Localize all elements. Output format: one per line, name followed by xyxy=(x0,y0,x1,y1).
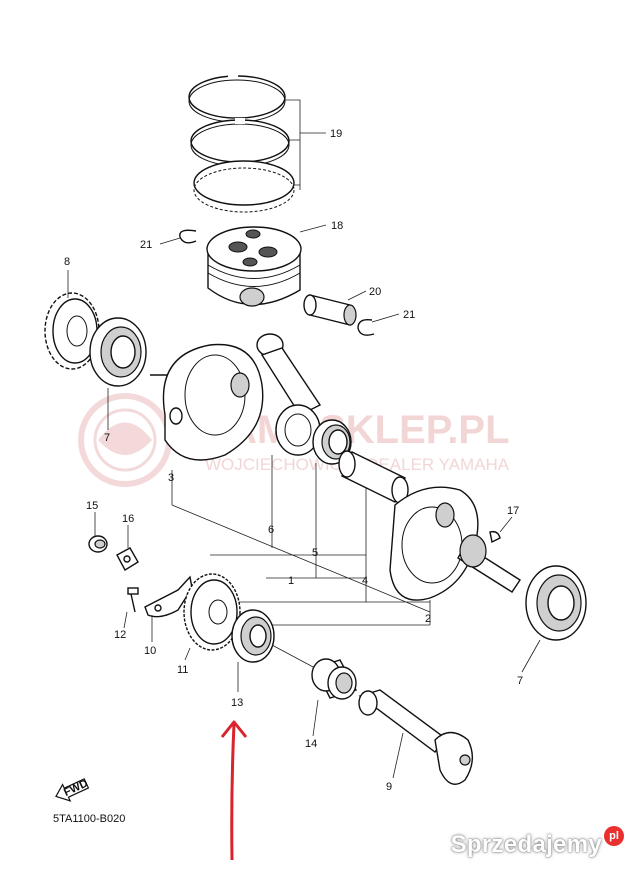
callout-20: 20 xyxy=(369,286,381,298)
callout-21-right: 21 xyxy=(403,309,415,321)
callout-8: 8 xyxy=(64,256,70,268)
connecting-rod xyxy=(256,333,322,456)
bolt xyxy=(127,587,139,613)
site-badge: Sprzedajemy pl xyxy=(451,825,624,865)
callout-1: 1 xyxy=(288,575,294,587)
callout-12: 12 xyxy=(114,629,126,641)
lock-washer xyxy=(116,547,139,571)
washer xyxy=(88,535,108,553)
bearing-right xyxy=(525,565,587,641)
callout-7-left: 7 xyxy=(104,432,110,444)
callout-18: 18 xyxy=(331,220,343,232)
crank-right-web xyxy=(389,486,521,601)
woodruff-key xyxy=(489,530,501,544)
callout-6: 6 xyxy=(268,524,274,536)
callout-17: 17 xyxy=(507,505,519,517)
callout-3: 3 xyxy=(168,472,174,484)
callout-13: 13 xyxy=(231,697,243,709)
bearing-left xyxy=(89,317,147,387)
site-badge-suffix: pl xyxy=(604,826,624,846)
timing-gear xyxy=(44,292,100,370)
balancer-plate xyxy=(144,575,193,618)
needle-bearing xyxy=(312,419,352,465)
callout-10: 10 xyxy=(144,645,156,657)
callout-7-right: 7 xyxy=(517,675,523,687)
callout-4: 4 xyxy=(362,575,368,587)
balancer-shaft xyxy=(358,689,473,785)
callout-11: 11 xyxy=(177,664,188,676)
crank-left-web xyxy=(150,343,264,461)
callout-15: 15 xyxy=(86,500,98,512)
annotation-arrow-icon xyxy=(220,720,248,861)
callout-9: 9 xyxy=(386,781,392,793)
circlip-right xyxy=(357,318,375,336)
callout-labels: 1 2 3 4 5 6 7 7 8 9 10 11 12 13 14 15 16… xyxy=(64,128,523,793)
crank-pin xyxy=(338,450,409,504)
callout-21-left: 21 xyxy=(140,239,152,251)
balancer-gear xyxy=(183,573,241,651)
callout-19: 19 xyxy=(330,128,342,140)
callout-5: 5 xyxy=(312,547,318,559)
watermark: YAMASKLEP.PL WOJCIECHOWICZ | DEALER YAMA… xyxy=(78,393,510,487)
watermark-logo-icon xyxy=(78,393,172,487)
callout-16: 16 xyxy=(122,513,134,525)
site-badge-name: Sprzedajemy xyxy=(450,831,602,858)
bearing-13 xyxy=(231,609,275,663)
diagram-code: 5TA1100-B020 xyxy=(53,813,125,825)
piston-pin xyxy=(303,294,357,326)
collar xyxy=(311,658,358,700)
callout-14: 14 xyxy=(305,738,317,750)
piston xyxy=(206,226,302,307)
circlip-top xyxy=(179,229,197,244)
piston-ring-set xyxy=(188,72,295,213)
callout-2: 2 xyxy=(425,613,431,625)
